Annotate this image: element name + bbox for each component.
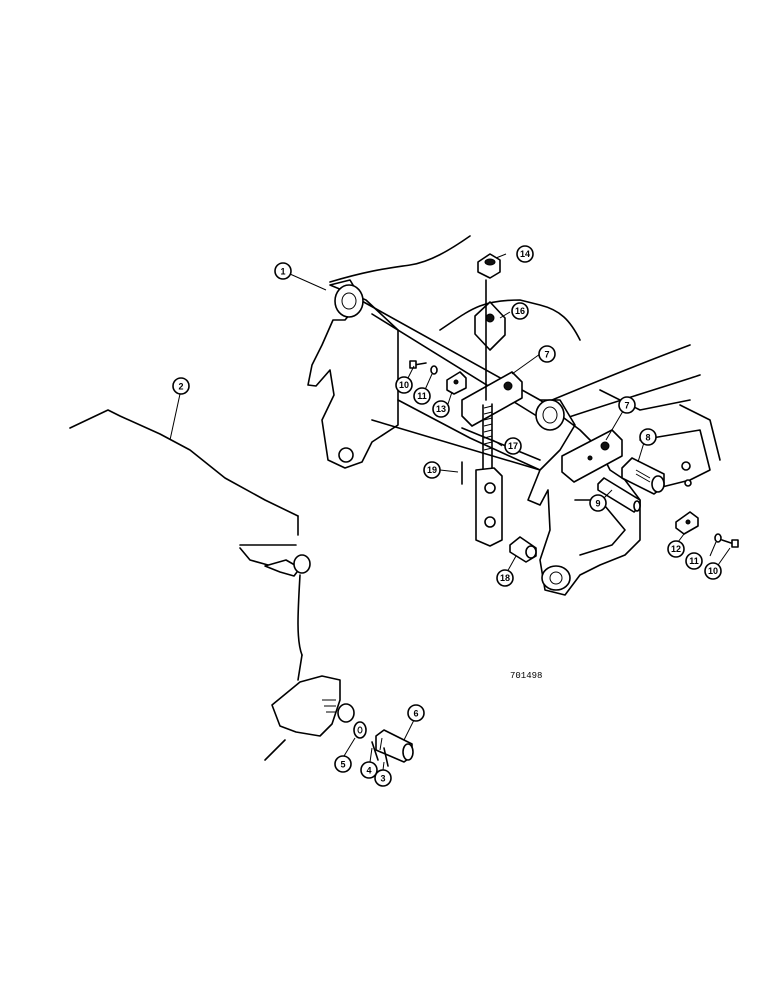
callout-2: 2 xyxy=(172,377,190,395)
callout-6: 6 xyxy=(407,704,425,722)
washer-11a xyxy=(430,365,438,375)
callouts: 1 2 3 4 5 6 7 7 xyxy=(172,245,722,787)
reference-code: 701498 xyxy=(510,671,542,681)
loader-frame xyxy=(307,235,721,596)
callout-12: 12 xyxy=(667,540,685,558)
callout-7a-label: 7 xyxy=(544,350,549,360)
callout-19-label: 19 xyxy=(427,465,437,475)
callout-10b-label: 10 xyxy=(708,566,718,576)
block-16 xyxy=(474,301,506,351)
leader-lines xyxy=(169,253,731,771)
callout-12-label: 12 xyxy=(671,544,681,554)
pin-18 xyxy=(509,536,537,563)
rod-17 xyxy=(475,279,503,547)
plate-13 xyxy=(446,371,467,395)
callout-7b-label: 7 xyxy=(624,401,629,411)
plate-7a xyxy=(461,371,523,427)
callout-17: 17 xyxy=(504,437,522,455)
callout-14-label: 14 xyxy=(520,249,530,259)
callout-16-label: 16 xyxy=(515,306,525,316)
callout-11b-label: 11 xyxy=(689,556,699,566)
callout-7b: 7 xyxy=(618,396,636,414)
callout-18: 18 xyxy=(496,569,514,587)
callout-9: 9 xyxy=(589,494,607,512)
callout-8: 8 xyxy=(639,428,657,446)
callout-11a: 11 xyxy=(413,387,431,405)
callout-2-label: 2 xyxy=(178,382,183,392)
pin-4 xyxy=(371,741,379,761)
callout-17-label: 17 xyxy=(508,441,518,451)
callout-18-label: 18 xyxy=(500,573,510,583)
callout-13-label: 13 xyxy=(436,404,446,414)
callout-10a: 10 xyxy=(395,376,413,394)
callout-16: 16 xyxy=(511,302,529,320)
callout-10b: 10 xyxy=(704,562,722,580)
callout-19: 19 xyxy=(423,461,441,479)
callout-3-label: 3 xyxy=(380,774,385,784)
callout-4: 4 xyxy=(360,761,378,779)
pivot-pin-6 xyxy=(375,729,414,763)
callout-11a-label: 11 xyxy=(417,391,427,401)
callout-1: 1 xyxy=(274,262,292,280)
pin-3 xyxy=(383,747,389,767)
callout-5-label: 5 xyxy=(340,760,345,770)
callout-3: 3 xyxy=(374,769,392,787)
callout-11b: 11 xyxy=(685,552,703,570)
callout-7a: 7 xyxy=(538,345,556,363)
pin-8 xyxy=(621,457,665,495)
washer-11b xyxy=(714,533,722,543)
callout-4-label: 4 xyxy=(366,766,371,776)
bolt-10b xyxy=(721,539,739,548)
callout-6-label: 6 xyxy=(413,709,418,719)
nut-14 xyxy=(477,253,501,279)
callout-1-label: 1 xyxy=(280,267,285,277)
callout-8-label: 8 xyxy=(645,433,650,443)
bucket-attachment xyxy=(69,409,355,761)
bolt-10a xyxy=(409,360,427,369)
callout-13: 13 xyxy=(432,400,450,418)
callout-10a-label: 10 xyxy=(399,380,409,390)
callout-9-label: 9 xyxy=(595,499,600,509)
plate-12 xyxy=(675,511,699,535)
callout-5: 5 xyxy=(334,755,352,773)
pin-9 xyxy=(597,477,641,513)
callout-14: 14 xyxy=(516,245,534,263)
washer-5 xyxy=(353,721,367,739)
